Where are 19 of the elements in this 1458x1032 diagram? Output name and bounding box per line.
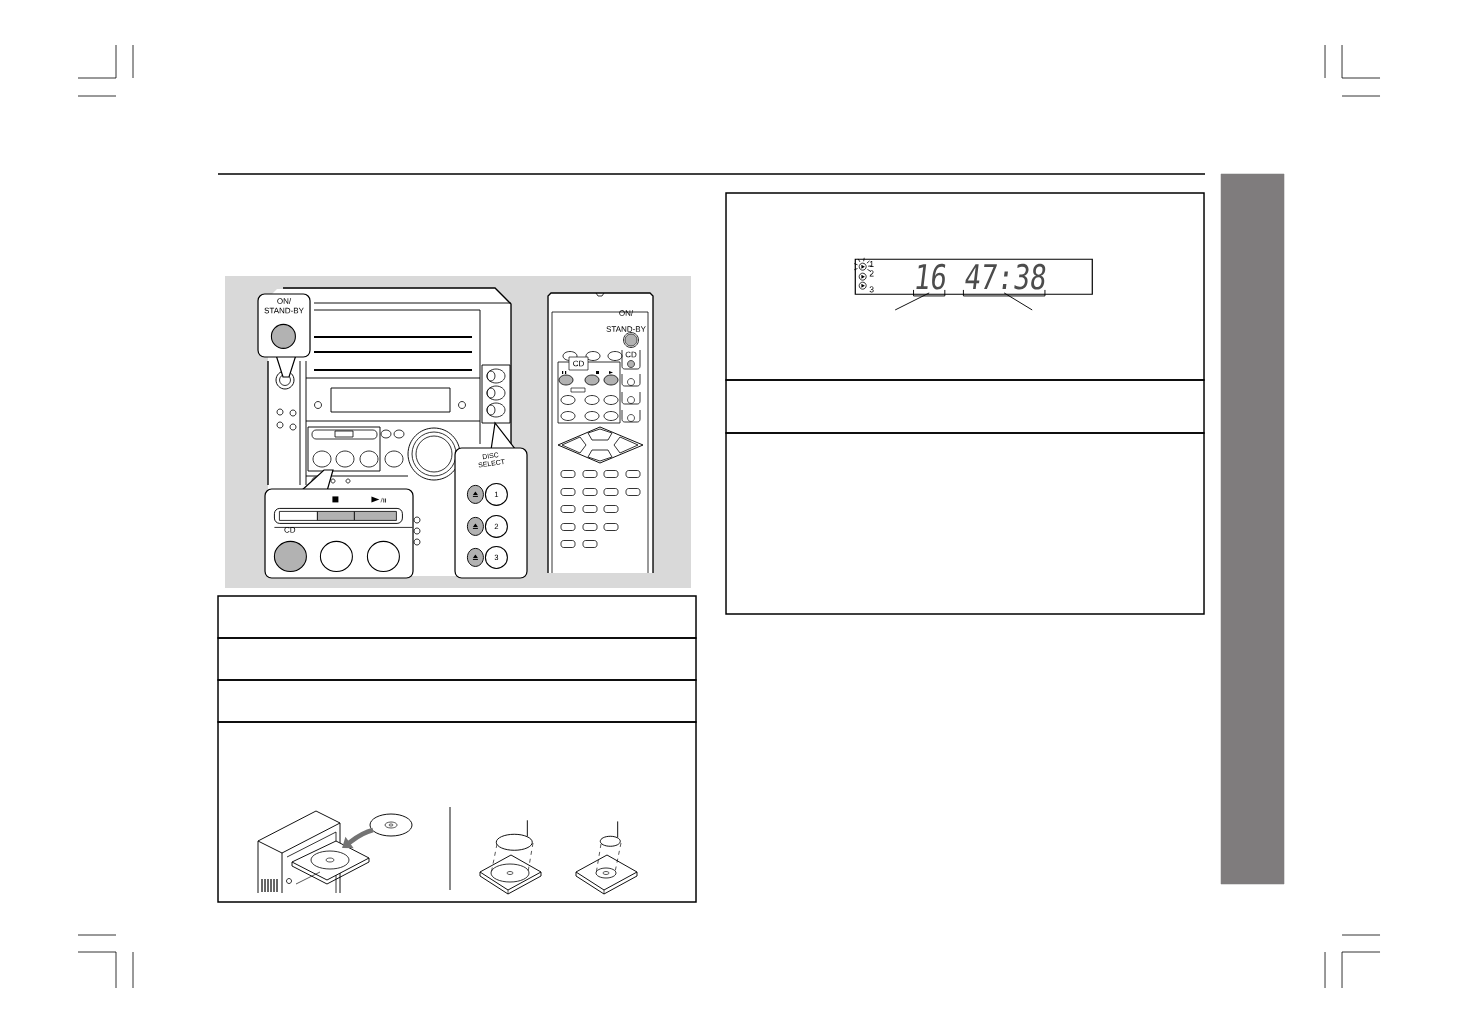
leader-line bbox=[1003, 292, 1033, 311]
step-box bbox=[725, 192, 1205, 381]
step-box bbox=[217, 721, 697, 903]
step-box bbox=[217, 637, 697, 681]
leader-line bbox=[617, 820, 619, 838]
display-digits: 47:38 bbox=[965, 263, 1046, 290]
step-box bbox=[217, 679, 697, 723]
leader-line bbox=[526, 819, 528, 837]
step-box bbox=[725, 432, 1205, 615]
leader-line bbox=[894, 292, 930, 311]
side-tab bbox=[1220, 173, 1285, 885]
step-box bbox=[217, 595, 697, 639]
button-label: CD bbox=[573, 360, 584, 367]
button-label: CD bbox=[625, 351, 637, 358]
display-digits: 16 bbox=[916, 263, 946, 290]
disc bbox=[495, 833, 533, 851]
button-label: ON/ STAND-BY bbox=[606, 310, 646, 332]
disc bbox=[599, 835, 621, 847]
step-box bbox=[725, 379, 1205, 434]
